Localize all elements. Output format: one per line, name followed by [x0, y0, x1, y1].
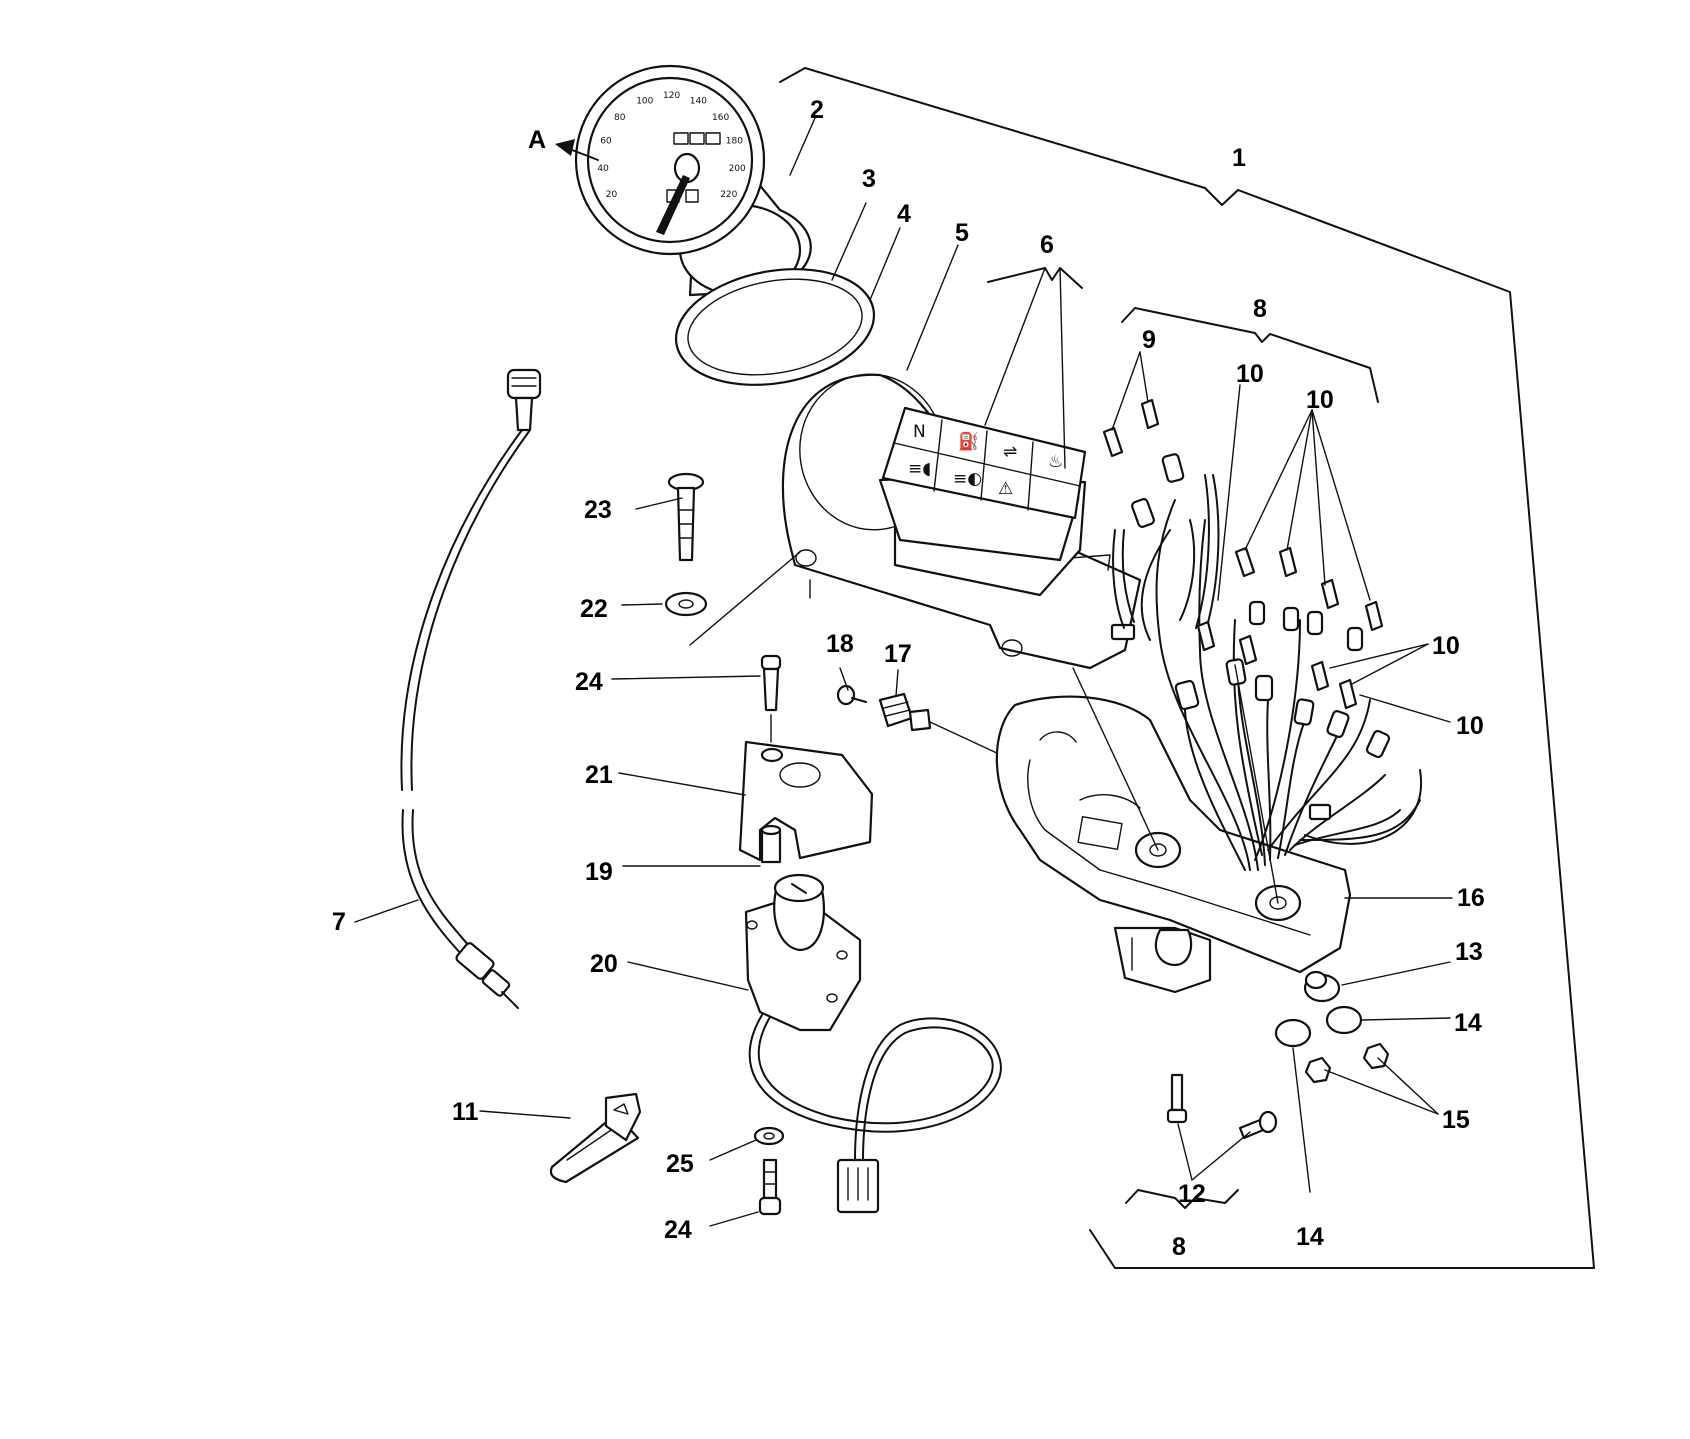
indicator-lamp-symbol: ⇌ — [1003, 442, 1017, 462]
speedo-dial-number: 80 — [614, 113, 626, 123]
arrow-to-A — [555, 139, 599, 161]
callout-9: 9 — [1142, 326, 1156, 354]
callout-14-bottom: 14 — [1296, 1223, 1324, 1251]
callout-19: 19 — [585, 858, 613, 886]
callout-12: 12 — [1178, 1180, 1206, 1208]
gasket-ring-4 — [674, 268, 876, 386]
callout-22: 22 — [580, 595, 608, 623]
group-bracket-8-bottom — [1125, 1189, 1239, 1209]
speedo-dial-number: 160 — [712, 113, 729, 123]
indicator-lamp-symbol: ⛽ — [958, 431, 979, 452]
screw-18 — [836, 684, 867, 706]
ignition-switch-20 — [744, 873, 862, 1032]
speedometer: 20 40 60 80 100 120 140 160 180 200 220 — [555, 64, 812, 312]
callout-6: 6 — [1040, 231, 1054, 259]
callout-10-d: 10 — [1456, 712, 1484, 740]
speedo-dial-number: 120 — [663, 91, 680, 101]
callout-8-bottom: 8 — [1172, 1233, 1186, 1261]
speedometer-cable-7 — [400, 368, 542, 1009]
speedo-dial-number: 20 — [606, 190, 618, 200]
callout-21: 21 — [585, 761, 613, 789]
wire-harness-8 — [1110, 453, 1423, 871]
screws-12 — [1166, 1073, 1278, 1140]
speedo-dial-number: 200 — [729, 164, 746, 174]
washers-14 — [1274, 1005, 1363, 1048]
callout-24-bottom: 24 — [664, 1216, 692, 1244]
callout-18: 18 — [826, 630, 854, 658]
callout-1: 1 — [1232, 144, 1246, 172]
speedo-dial-number: 220 — [720, 190, 737, 200]
screw-24-top — [760, 654, 782, 743]
indicator-lamp-symbol: ≡◖ — [908, 459, 931, 479]
callout-10-c: 10 — [1432, 632, 1460, 660]
callout-25: 25 — [666, 1150, 694, 1178]
indicator-lamp-symbol: N — [913, 422, 926, 442]
grommet-13 — [1303, 970, 1341, 1003]
callout-7: 7 — [332, 908, 346, 936]
callout-4: 4 — [897, 200, 911, 228]
callout-3: 3 — [862, 165, 876, 193]
callout-2: 2 — [810, 96, 824, 124]
speedo-dial-number: 140 — [690, 97, 707, 107]
callout-17: 17 — [884, 640, 912, 668]
speedo-dial-number: 180 — [726, 137, 743, 147]
speedo-dial-number: 60 — [600, 137, 612, 147]
view-label-A: A — [528, 126, 546, 154]
key-11 — [549, 1092, 642, 1184]
callout-10-b: 10 — [1306, 386, 1334, 414]
nuts-15 — [1304, 1042, 1390, 1084]
callout-11: 11 — [452, 1098, 479, 1126]
indicator-lamp-symbol: ♨ — [1048, 452, 1063, 472]
washer-25 — [753, 1126, 785, 1146]
indicator-lamp-symbol: ⚠ — [998, 479, 1013, 499]
indicator-panel-6: N ⛽ ⇌ ♨ ≡◖ ≡◐ ⚠ — [878, 406, 1087, 597]
callout-15: 15 — [1442, 1106, 1470, 1134]
washer-22 — [664, 591, 708, 617]
screw-23 — [667, 472, 705, 562]
callouts: A 1 2 3 4 5 6 7 8 9 10 10 10 10 11 12 13… — [332, 96, 1485, 1261]
callout-5: 5 — [955, 219, 969, 247]
ignition-wire — [748, 1014, 1002, 1214]
callout-14-right: 14 — [1454, 1009, 1482, 1037]
callout-20: 20 — [590, 950, 618, 978]
bulbs-10 — [1196, 546, 1384, 710]
callout-24-top: 24 — [575, 668, 603, 696]
harness-mount — [1113, 926, 1212, 994]
callout-10-a: 10 — [1236, 360, 1264, 388]
bracket-21 — [738, 740, 874, 862]
speedo-dial-number: 100 — [636, 97, 653, 107]
assembly-bracket-1 — [779, 67, 1595, 1269]
callout-23: 23 — [584, 496, 612, 524]
indicator-lamp-symbol: ≡◐ — [953, 469, 982, 489]
collar-19 — [760, 824, 782, 864]
callout-16: 16 — [1457, 884, 1485, 912]
leader-lines — [354, 117, 1453, 1227]
callout-13: 13 — [1455, 938, 1483, 966]
bulbs-9 — [1102, 398, 1160, 458]
group-bracket-6 — [987, 267, 1083, 289]
callout-8-top: 8 — [1253, 295, 1267, 323]
group-bracket-8-top — [1121, 307, 1379, 403]
speedo-dial-number: 40 — [597, 164, 609, 174]
screw-24-bottom — [758, 1158, 782, 1216]
